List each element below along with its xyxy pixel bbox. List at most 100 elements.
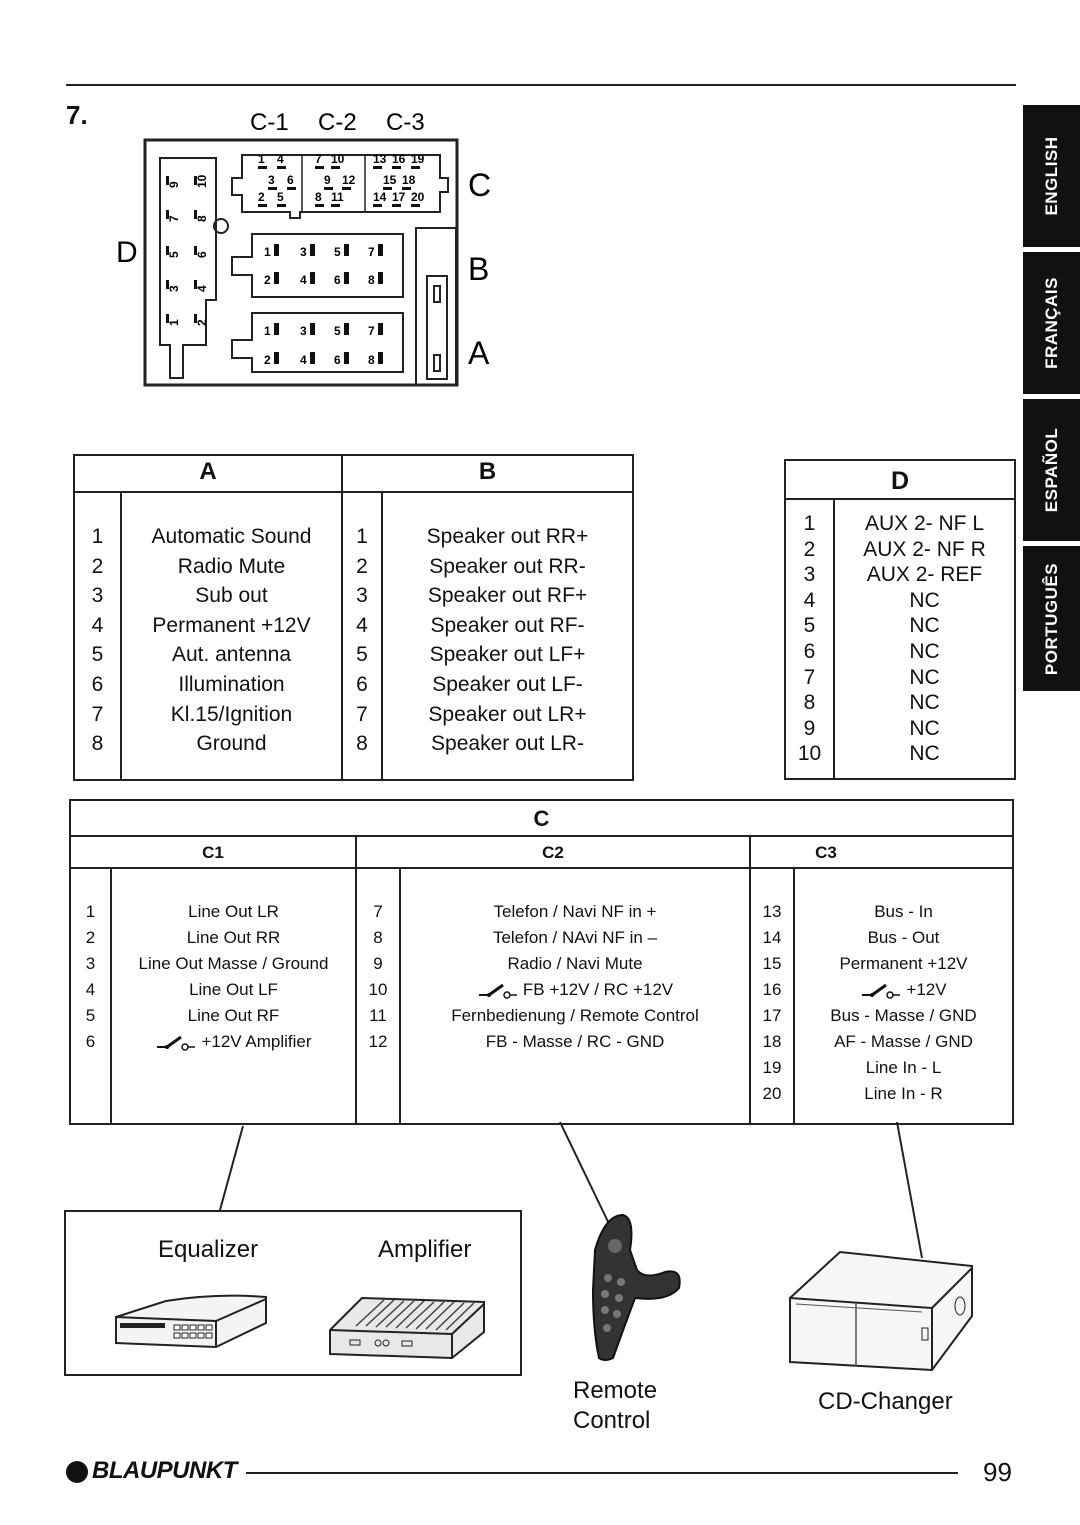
pin-number: 14: [762, 928, 782, 947]
pin-number: 8: [356, 732, 368, 756]
pin-function: NC: [835, 639, 1014, 665]
pin-number: 5: [85, 1006, 96, 1025]
pin-number: 1: [803, 512, 816, 535]
c-pin: [258, 204, 267, 207]
block-pin: [274, 352, 279, 364]
top-rule: [66, 84, 1016, 86]
pin-function-label: NC: [909, 716, 940, 740]
pin-function-label: Speaker out RF+: [427, 584, 588, 608]
pin-function: Permanent +12V: [122, 611, 341, 641]
c-pin-label: 3: [268, 173, 275, 187]
pin-function: Telefon / Navi NF in +: [401, 899, 749, 925]
c-pin: [258, 166, 267, 169]
pin-function: NC: [835, 613, 1014, 639]
pin-function: Speaker out LR-: [383, 729, 632, 759]
c-pin: [277, 204, 286, 207]
table-b-row: 8 Speaker out LR-: [343, 729, 632, 759]
c-pin: [268, 187, 277, 190]
pin-function-label: Telefon / NAvi NF in –: [492, 928, 658, 947]
pin-function: Bus - Masse / GND: [795, 1003, 1012, 1029]
pin-function-label: Bus - In: [874, 902, 933, 921]
remote-label-line1: Remote: [573, 1377, 658, 1404]
c-pin: [315, 166, 324, 169]
pin-number: 4: [91, 613, 104, 637]
d-pin-label: 8: [195, 215, 209, 222]
pin-function: Radio / Navi Mute: [401, 951, 749, 977]
pin-function: Speaker out LF-: [383, 670, 632, 700]
table-d-row: 5 NC: [786, 613, 1014, 639]
pin-function-label: Fernbedienung / Remote Control: [451, 1006, 699, 1025]
block-pin: [274, 244, 279, 256]
c-pin: [392, 166, 401, 169]
d-pin: [194, 176, 197, 185]
pin-function: NC: [835, 741, 1014, 767]
c-pin-label: 6: [287, 173, 294, 187]
block-pin: [310, 272, 315, 284]
pin-function: AUX 2- NF R: [835, 537, 1014, 563]
pin-number: 16: [762, 980, 782, 999]
equalizer-amplifier-box: Equalizer Amplifier: [64, 1210, 522, 1376]
label-c: C: [468, 167, 491, 203]
pin-number: 8: [373, 928, 383, 947]
block-pin-label: 8: [368, 353, 375, 367]
block-pin-label: 5: [334, 324, 341, 338]
c-pin: [411, 166, 420, 169]
table-a-row: 4 Permanent +12V: [75, 611, 341, 641]
block-pin-label: 6: [334, 273, 341, 287]
d-pin-label: 10: [195, 174, 209, 188]
pin-number: 10: [368, 980, 388, 999]
c-pin-label: 1: [258, 152, 265, 166]
pin-function-label: AUX 2- NF L: [864, 512, 985, 535]
pin-number: 6: [803, 640, 816, 663]
c-pin-label: 12: [342, 173, 356, 187]
c-pin: [392, 204, 401, 207]
label-a: A: [468, 335, 490, 371]
pin-number: 6: [85, 1032, 96, 1051]
block-pin: [378, 352, 383, 364]
d-pin-label: 7: [167, 215, 181, 222]
pin-function: Automatic Sound: [122, 522, 341, 552]
c-pin: [411, 204, 420, 207]
pin-function: Telefon / NAvi NF in –: [401, 925, 749, 951]
tab-francais-label: FRANÇAIS: [1041, 277, 1061, 369]
pin-function: Line Out LR: [112, 899, 355, 925]
pin-function-label: FB +12V / RC +12V: [522, 980, 674, 999]
block-pin-label: 4: [300, 353, 307, 367]
d-pin: [194, 280, 197, 289]
pin-function: Line In - R: [795, 1081, 1012, 1107]
c-pin: [402, 187, 411, 190]
pin-function: Bus - Out: [795, 925, 1012, 951]
tab-francais[interactable]: FRANÇAIS: [1023, 252, 1080, 394]
pin-function-label: Radio / Navi Mute: [507, 954, 643, 973]
tab-portugues[interactable]: PORTUGUÊS: [1023, 546, 1080, 691]
block-pin-label: 8: [368, 273, 375, 287]
pin-function-label: Telefon / Navi NF in +: [493, 902, 657, 921]
table-b-header: B: [478, 458, 497, 485]
table-c2-row: 8 Telefon / NAvi NF in –: [357, 925, 749, 951]
pin-function: Kl.15/Ignition: [122, 700, 341, 730]
tab-espanol[interactable]: ESPAÑOL: [1023, 399, 1080, 541]
pin-number: 4: [803, 588, 816, 612]
pin-function-label: +12V: [906, 980, 947, 999]
pin-number: 5: [803, 614, 816, 638]
tab-english[interactable]: ENGLISH: [1023, 105, 1080, 247]
d-pin-label: 2: [195, 319, 209, 326]
pin-number: 19: [762, 1058, 782, 1077]
pin-function-label: NC: [909, 588, 940, 612]
pin-function-label: Speaker out RR-: [429, 554, 586, 578]
table-d-header: D: [890, 467, 910, 495]
